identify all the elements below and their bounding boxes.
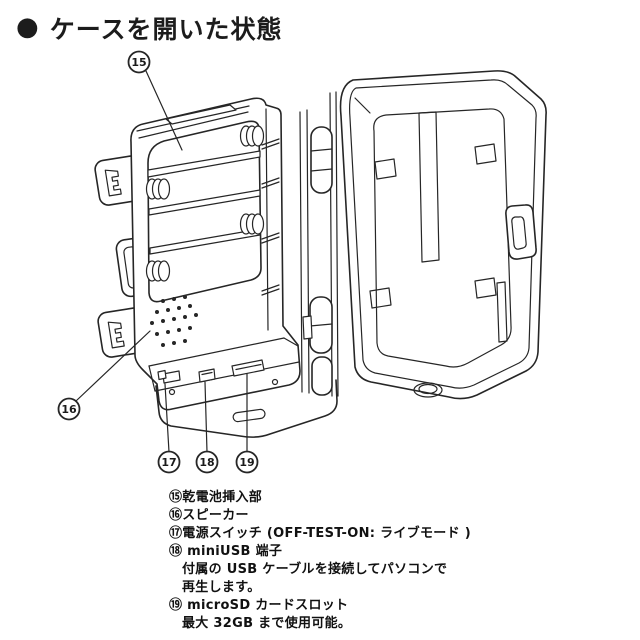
camera-body: [130, 97, 338, 438]
callout-18-num: 18: [199, 456, 214, 469]
legend-item-16: ⑯スピーカー: [169, 508, 249, 523]
battery-spring: [145, 178, 171, 200]
callout-16: 16: [57, 397, 81, 421]
callout-17: 17: [157, 450, 181, 474]
battery-divider: [148, 189, 261, 216]
section-title-text: ケースを開いた状態: [49, 15, 283, 44]
callout-leaders: [75, 70, 248, 453]
lid-center-ridge: [418, 111, 440, 263]
bottom-ports: [148, 337, 300, 396]
speaker-holes: [150, 295, 198, 347]
battery-divider: [147, 150, 261, 178]
lid-pad: [369, 287, 392, 309]
lid-pad: [474, 277, 497, 299]
legend-item-19-note: 最大 32GB まで使用可能。: [182, 616, 352, 631]
battery-spring: [239, 213, 265, 235]
bullet-icon: ●: [16, 12, 40, 42]
case-lid: [339, 70, 547, 400]
mini-usb-port-icon: [198, 368, 216, 383]
battery-compartment: [145, 120, 265, 303]
callout-16-num: 16: [61, 403, 77, 416]
battery-divider: [149, 228, 261, 255]
legend-item-15: ⑮乾電池挿入部: [169, 490, 263, 505]
legend-item-18-note-2: 再生します。: [182, 580, 261, 595]
legend: ⑮乾電池挿入部 ⑯スピーカー ⑰電源スイッチ (OFF-TEST-ON: ライブ…: [169, 489, 471, 633]
legend-item-19: ⑲ microSD カードスロット: [169, 598, 349, 613]
callout-19: 19: [235, 450, 259, 474]
lid-pad: [374, 158, 397, 180]
callout-17-num: 17: [161, 456, 176, 469]
lid-pad: [474, 143, 497, 165]
legend-item-17: ⑰電源スイッチ (OFF-TEST-ON: ライブモード ): [169, 526, 471, 541]
lid-latch-loop-icon: [505, 204, 537, 260]
battery-spring: [239, 125, 265, 147]
callout-18: 18: [195, 450, 219, 474]
battery-spring: [145, 260, 171, 282]
power-switch-icon: [157, 369, 181, 384]
section-title: ● ケースを開いた状態: [16, 10, 282, 46]
callout-19-num: 19: [239, 456, 254, 469]
legend-item-18: ⑱ miniUSB 端子: [169, 544, 283, 559]
lid-socket: [413, 382, 443, 398]
microsd-slot-icon: [231, 359, 265, 377]
legend-item-18-note-1: 付属の USB ケーブルを接続してパソコンで: [182, 562, 448, 577]
callout-15-num: 15: [131, 56, 146, 69]
bottom-flange: [155, 379, 338, 438]
hinge: [299, 91, 339, 397]
callout-15: 15: [127, 50, 151, 74]
